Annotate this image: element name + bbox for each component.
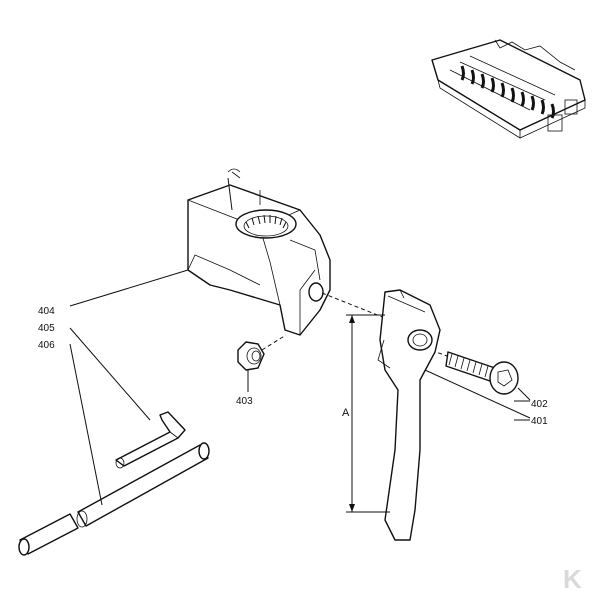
sleeve-tube-406 — [18, 442, 210, 556]
dimension-label: A — [342, 407, 350, 419]
lever-arm-401 — [377, 289, 441, 541]
l-pin-405 — [115, 411, 186, 469]
svg-text:K: K — [563, 564, 582, 594]
housing-block-404 — [187, 168, 331, 336]
label-402: 402 — [531, 399, 548, 410]
leader-lines — [69, 269, 530, 506]
label-406: 406 — [38, 340, 55, 351]
label-401: 401 — [531, 416, 548, 427]
nut-403 — [237, 341, 265, 371]
machine-overview-thumbnail — [431, 39, 586, 139]
dimension-a — [346, 314, 390, 513]
brand-logo: K — [563, 564, 582, 594]
label-404: 404 — [38, 306, 55, 317]
label-405: 405 — [38, 323, 55, 334]
bolt-402 — [445, 351, 519, 395]
label-403: 403 — [236, 396, 253, 407]
